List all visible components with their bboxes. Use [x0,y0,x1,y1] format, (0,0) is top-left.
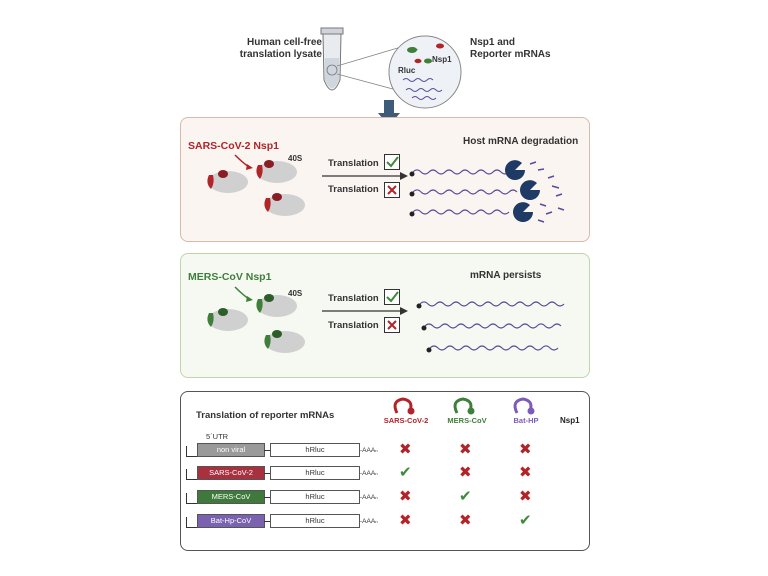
orf-box: hRluc [270,490,360,504]
column-header-mers: MERS-CoV [441,416,493,425]
utr-label: 5´UTR [206,432,229,441]
utr-box: MERS-CoV [197,490,265,504]
exonuclease-icon [505,160,540,222]
mrna-connector-line [264,450,270,451]
cross-icon: ✖ [399,512,412,529]
cross-icon: ✖ [519,464,532,481]
cross-icon: ✖ [399,488,412,505]
cross-icon: ✖ [459,464,472,481]
check-icon [386,156,399,168]
bat-nsp1-icon [513,397,535,415]
lysate-label-line2: translation lysate [239,49,322,60]
sars-ribosomes-illustration [207,154,305,216]
mrna-connector-line [264,497,270,498]
mrna-label-line1: Nsp1 and [470,37,516,48]
mers-outcome: mRNA persists [470,270,542,281]
column-header-bat: Bat-HP [500,416,552,425]
lysate-label-line1: Human cell-free [246,37,322,48]
sars-translation-label-2: Translation [328,184,379,195]
lysate-label: Human cell-free translation lysate [232,37,322,61]
column-header-icons [393,397,535,415]
mrna-label-line2: Reporter mRNAs [470,49,551,60]
sars-translation-label-1: Translation [328,158,379,169]
cross-icon [387,320,397,330]
mers-translation-arrow [322,307,408,315]
utr-box: non viral [197,443,265,457]
cap-structure-icon [186,469,197,480]
sars-translation-arrow [322,172,408,180]
polya-tail: -AAAₙ [360,494,378,501]
check-icon [386,291,399,303]
rluc-bubble-label: Rluc [398,66,416,75]
sars-translation-cross-box [384,182,400,198]
mrna-connector-line [264,473,270,474]
cross-icon: ✖ [519,441,532,458]
utr-box: Bat-Hp-CoV [197,514,265,528]
nsp1-bubble-label: Nsp1 [432,55,452,64]
ribosome-icon [264,193,305,216]
mers-panel-title: MERS-CoV Nsp1 [188,271,272,283]
cross-icon: ✖ [459,441,472,458]
mrna-connector-line [264,521,270,522]
mrna-bubble-icon [388,35,462,109]
intact-mrna-illustration [416,301,565,353]
column-header-sars-label: SARS-CoV-2 [383,416,429,425]
sars-ribosome-label: 40S [288,154,303,163]
cross-icon: ✖ [459,512,472,529]
mers-translation-cross-box [384,317,400,333]
mers-ribosome-label: 40S [288,289,303,298]
column-header-mers-label: MERS-CoV [447,416,487,425]
sars-nsp1-icon [393,397,415,415]
mers-translation-label-2: Translation [328,320,379,331]
polya-tail: -AAAₙ [360,470,378,477]
polya-tail: -AAAₙ [360,447,378,454]
ribosome-icon [256,160,297,183]
cross-icon: ✖ [399,441,412,458]
table-title: Translation of reporter mRNAs [196,410,335,421]
check-icon: ✔ [399,464,412,481]
check-icon: ✔ [519,512,532,529]
orf-box: hRluc [270,443,360,457]
orf-box: hRluc [270,466,360,480]
rna-fragments-icon [529,161,565,223]
cap-structure-icon [186,446,197,457]
cross-icon: ✖ [519,488,532,505]
ribosome-icon [264,330,305,353]
mers-panel [180,253,590,378]
cap-structure-icon [186,517,197,528]
sars-translation-check-box [384,154,400,170]
sars-panel-title: SARS-CoV-2 Nsp1 [188,140,280,152]
nsp1-column-header: Nsp1 [560,416,580,425]
orf-box: hRluc [270,514,360,528]
column-header-bat-label: Bat-HP [513,416,539,425]
mrna-label: Nsp1 and Reporter mRNAs [470,37,570,61]
tube-and-bubble-illustration [320,27,462,126]
cap-structure-icon [186,493,197,504]
mers-nsp1-icon [453,397,475,415]
ribosome-icon [207,170,248,193]
column-header-sars: SARS-CoV-2 [380,416,432,425]
ribosome-icon [256,294,297,317]
check-icon: ✔ [459,488,472,505]
mers-ribosomes-illustration [207,286,305,353]
degraded-mrna-illustration [409,160,565,223]
cross-icon [387,185,397,195]
mers-translation-check-box [384,289,400,305]
mers-translation-label-1: Translation [328,293,379,304]
polya-tail: -AAAₙ [360,518,378,525]
ribosome-icon [207,308,248,331]
utr-box: SARS-CoV-2 [197,466,265,480]
tube-icon [320,27,344,91]
sars-outcome: Host mRNA degradation [463,136,579,147]
